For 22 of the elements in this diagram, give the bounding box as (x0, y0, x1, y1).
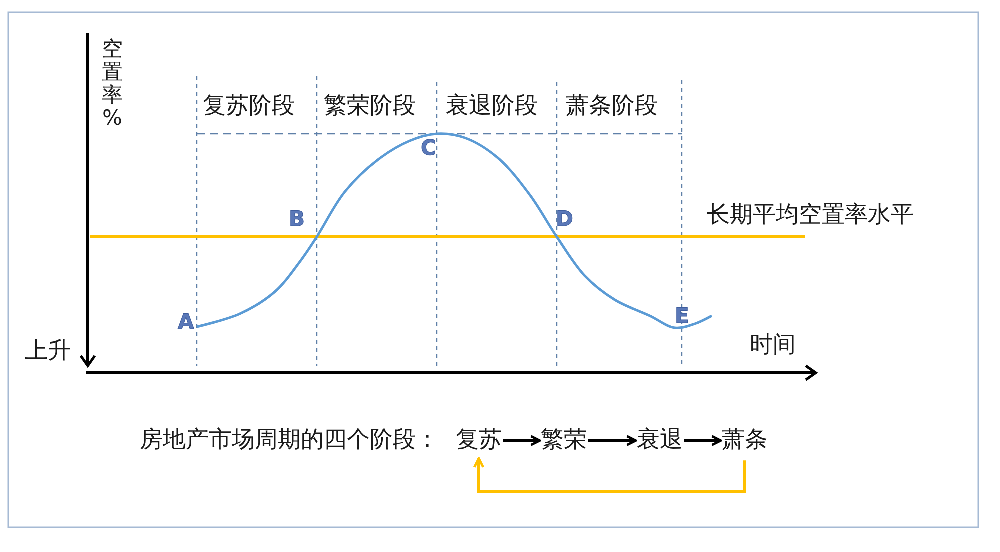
axis-title: 空置率 % (102, 38, 123, 130)
stage-label: 衰退 (637, 427, 683, 455)
point-letter: B (289, 207, 306, 232)
phase-label: 繁荣阶段 (324, 93, 416, 121)
phase-label: 衰退阶段 (446, 93, 538, 121)
stage-label: 复苏 (456, 427, 502, 455)
intro-text: 房地产市场周期的四个阶段： (140, 427, 439, 455)
axis-label: 上升 (25, 338, 71, 366)
return-arrow (473, 457, 746, 494)
reference-line-label: 长期平均空置率水平 (707, 202, 914, 230)
phase-label: 复苏阶段 (203, 93, 295, 121)
axis-label: 时间 (750, 332, 796, 360)
point-letter: D (556, 207, 574, 232)
point-letter: C (421, 136, 436, 162)
flow-arrow (684, 435, 722, 446)
stage-label: 萧条 (722, 427, 768, 455)
flow-arrow (503, 435, 542, 446)
stage-label: 繁荣 (541, 427, 587, 455)
flow-arrow (588, 435, 638, 446)
phase-label: 萧条阶段 (566, 93, 658, 121)
point-letter: E (675, 304, 690, 330)
point-letter: A (178, 310, 194, 336)
